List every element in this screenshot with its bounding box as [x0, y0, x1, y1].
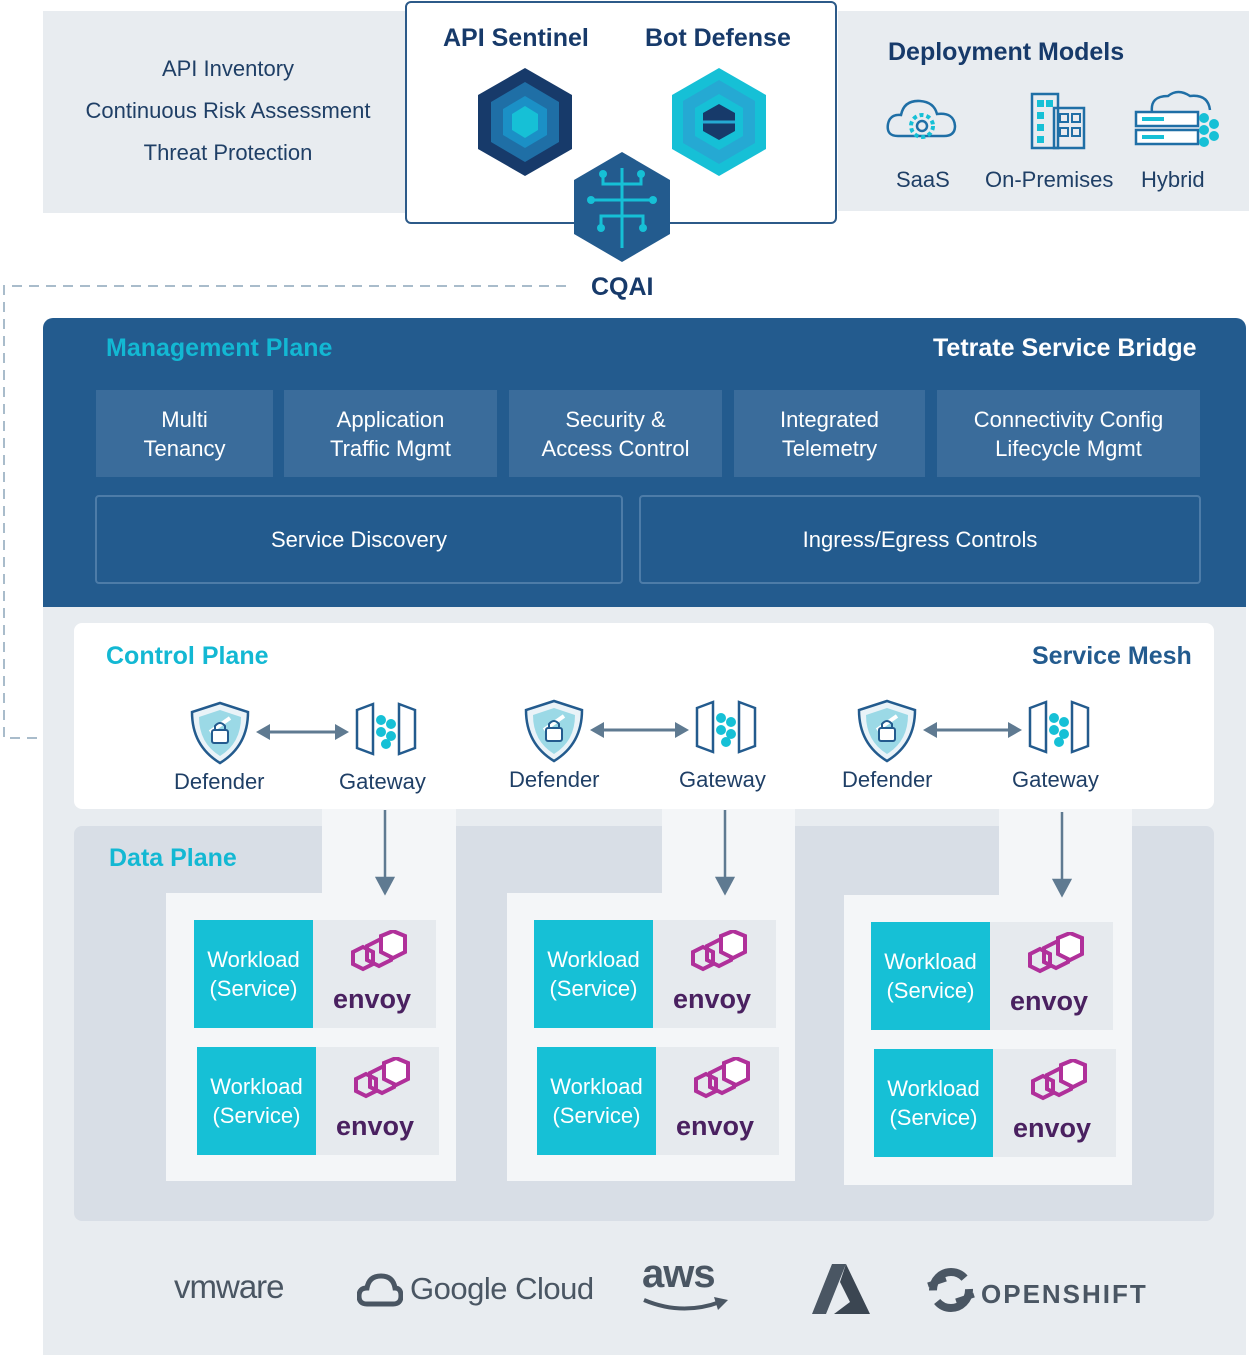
- building-icon: [1030, 92, 1086, 150]
- envoy-wordmark: envoy: [1013, 1113, 1092, 1143]
- workload-service-box: Workload(Service): [537, 1047, 656, 1155]
- bidirectional-arrow: [590, 722, 689, 738]
- defender-label: Defender: [509, 767, 600, 792]
- envoy-logo-icon: [1028, 932, 1084, 974]
- gateway-label: Gateway: [339, 769, 426, 794]
- defender-shield-icon: [524, 699, 584, 763]
- defender-label: Defender: [174, 769, 265, 794]
- envoy-sidecar-box: [316, 1047, 439, 1155]
- workload-service-box: Workload(Service): [871, 922, 990, 1030]
- cqai-hexagon-icon: [574, 152, 670, 262]
- gateway-icon: [355, 702, 417, 756]
- deployment-title: Deployment Models: [888, 38, 1125, 66]
- features-panel: [43, 11, 413, 213]
- tetrate-brand: Tetrate Service Bridge: [933, 334, 1197, 362]
- api-sentinel-title: API Sentinel: [443, 24, 589, 52]
- azure-logo-icon: [812, 1264, 870, 1314]
- envoy-logo-icon: [694, 1057, 750, 1099]
- defender-label: Defender: [842, 767, 933, 792]
- api-sentinel-hexagon-icon: [478, 68, 572, 176]
- gateway-label: Gateway: [1012, 767, 1099, 792]
- workload-service-box: Workload(Service): [874, 1049, 993, 1157]
- feature-risk-assessment: Continuous Risk Assessment: [85, 98, 371, 123]
- envoy-logo-icon: [691, 930, 747, 972]
- bidirectional-arrow: [256, 724, 349, 740]
- envoy-sidecar-box: [990, 922, 1113, 1030]
- vmware-logo: vmware: [174, 1268, 285, 1305]
- aws-smile-icon: [643, 1297, 728, 1311]
- defender-shield-icon: [857, 699, 917, 763]
- hybrid-label: Hybrid: [1141, 167, 1205, 192]
- envoy-sidecar-box: [653, 920, 776, 1028]
- control-to-data-arrows: [374, 810, 1073, 898]
- saas-label: SaaS: [896, 167, 950, 192]
- management-plane-title: Management Plane: [106, 334, 333, 362]
- envoy-sidecar-box: [993, 1049, 1116, 1157]
- envoy-sidecar-box: [656, 1047, 779, 1155]
- cloud-gear-icon: [886, 99, 957, 139]
- gateway-icon: [695, 700, 757, 754]
- data-plane-title: Data Plane: [109, 844, 237, 872]
- envoy-sidecar-box: [313, 920, 436, 1028]
- gateway-icon: [1028, 700, 1090, 754]
- envoy-wordmark: envoy: [676, 1111, 755, 1141]
- openshift-logo: OPENSHIFT: [981, 1279, 1148, 1309]
- google-cloud-logo: Google Cloud: [410, 1271, 594, 1306]
- control-plane: [74, 623, 1214, 809]
- bot-defense-hexagon-icon: [672, 68, 766, 176]
- service-mesh-brand: Service Mesh: [1032, 642, 1192, 670]
- envoy-logo-icon: [351, 930, 407, 972]
- envoy-wordmark: envoy: [1010, 986, 1089, 1016]
- google-cloud-icon: [357, 1273, 403, 1307]
- ingress-egress-box: Ingress/Egress Controls: [639, 495, 1201, 584]
- envoy-logo-icon: [354, 1057, 410, 1099]
- workload-service-box: Workload(Service): [534, 920, 653, 1028]
- gateway-label: Gateway: [679, 767, 766, 792]
- cqai-title: CQAI: [591, 273, 654, 301]
- envoy-wordmark: envoy: [336, 1111, 415, 1141]
- aws-logo: aws: [642, 1252, 716, 1296]
- bidirectional-arrow: [923, 722, 1022, 738]
- envoy-logo-icon: [1031, 1059, 1087, 1101]
- defender-shield-icon: [190, 701, 250, 765]
- workload-service-box: Workload(Service): [194, 920, 313, 1028]
- service-discovery-box: Service Discovery: [95, 495, 623, 584]
- envoy-wordmark: envoy: [333, 984, 412, 1014]
- feature-api-inventory: API Inventory: [161, 56, 295, 81]
- openshift-icon: [927, 1268, 975, 1312]
- feature-threat-protection: Threat Protection: [143, 140, 313, 165]
- control-plane-title: Control Plane: [106, 642, 269, 670]
- workload-service-box: Workload(Service): [197, 1047, 316, 1155]
- module-security-access: Security &Access Control: [509, 390, 722, 477]
- on-premises-label: On-Premises: [985, 167, 1114, 192]
- server-cloud-icon: [1134, 90, 1219, 147]
- envoy-wordmark: envoy: [673, 984, 752, 1014]
- bot-defense-title: Bot Defense: [645, 24, 791, 52]
